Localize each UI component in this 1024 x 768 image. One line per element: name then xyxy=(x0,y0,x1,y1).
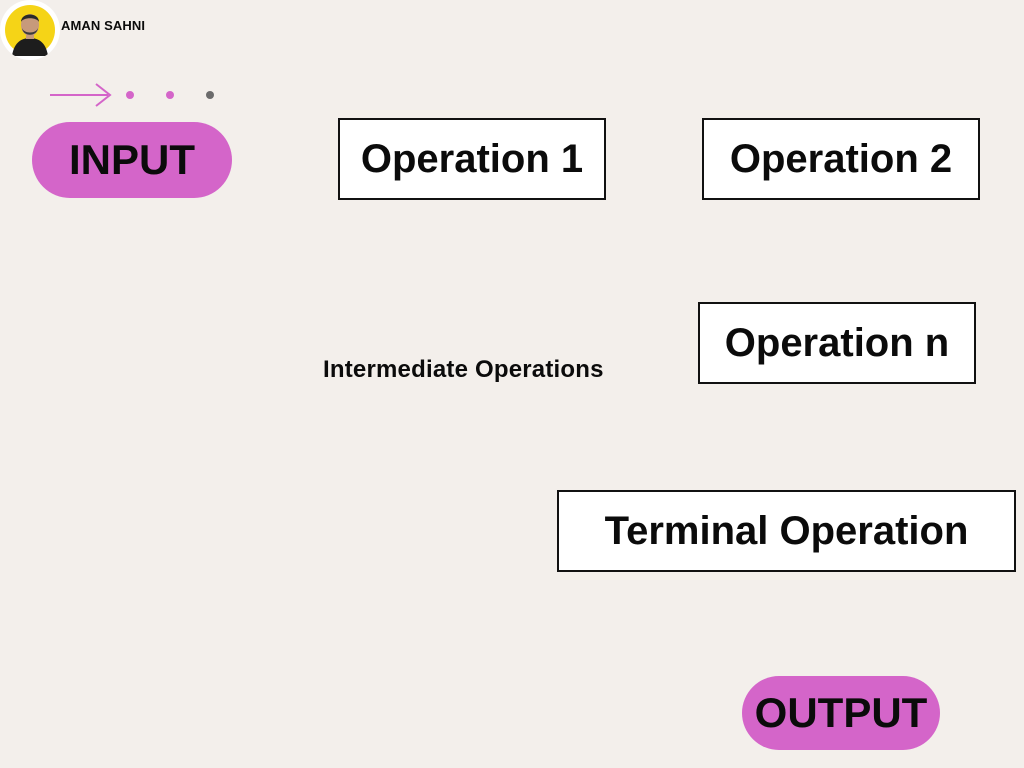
output-pill: OUTPUT xyxy=(742,676,940,750)
progress-dot-2 xyxy=(166,91,174,99)
author-name: AMAN SAHNI xyxy=(61,18,146,33)
avatar xyxy=(0,0,60,60)
operation-n-box: Operation n xyxy=(698,302,976,384)
arrow-right-icon xyxy=(50,83,112,107)
progress-dot-3 xyxy=(206,91,214,99)
terminal-operation-box: Terminal Operation xyxy=(557,490,1016,572)
intermediate-operations-caption: Intermediate Operations xyxy=(323,356,604,383)
avatar-portrait-icon xyxy=(5,5,55,56)
progress-indicator xyxy=(50,83,214,107)
progress-dot-1 xyxy=(126,91,134,99)
operation-2-box: Operation 2 xyxy=(702,118,980,200)
input-pill: INPUT xyxy=(32,122,232,198)
operation-1-box: Operation 1 xyxy=(338,118,606,200)
